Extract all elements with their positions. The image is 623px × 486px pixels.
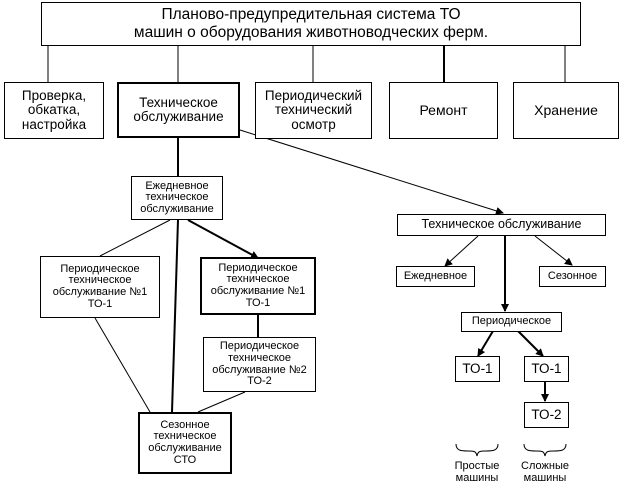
to2-complex-box: ТО-2 — [524, 402, 569, 428]
to1-left-box: Периодическое техническое обслуживание №… — [40, 256, 160, 318]
complex-machines-label: Сложные машины — [521, 460, 569, 485]
to1-simple-box: ТО-1 — [455, 356, 500, 382]
right-seasonal-box: Сезонное — [539, 266, 606, 287]
periodic-inspection-box: Периодический технический осмотр — [255, 82, 372, 139]
right-maintenance-box: Техническое обслуживание — [397, 214, 606, 236]
system-title: Планово-предупредительная система ТО маш… — [41, 2, 581, 46]
right-daily-box: Ежедневное — [396, 266, 475, 287]
to2-box: Периодическое техническое обслуживание №… — [203, 337, 316, 392]
daily-maintenance-box: Ежедневное техническое обслуживание — [131, 176, 223, 220]
repair-box: Ремонт — [389, 82, 498, 139]
check-box: Проверка, обкатка, настройка — [4, 82, 104, 139]
to1-complex-box: ТО-1 — [524, 356, 569, 382]
maintenance-box: Техническое обслуживание — [117, 82, 240, 138]
periodic-box: Периодическое — [461, 312, 562, 332]
seasonal-maintenance-box: Сезонное техническое обслуживание СТО — [138, 412, 232, 474]
storage-box: Хранение — [513, 82, 619, 139]
to1-right-box: Периодическое техническое обслуживание №… — [200, 257, 316, 315]
simple-machines-label: Простые машины — [454, 460, 500, 485]
